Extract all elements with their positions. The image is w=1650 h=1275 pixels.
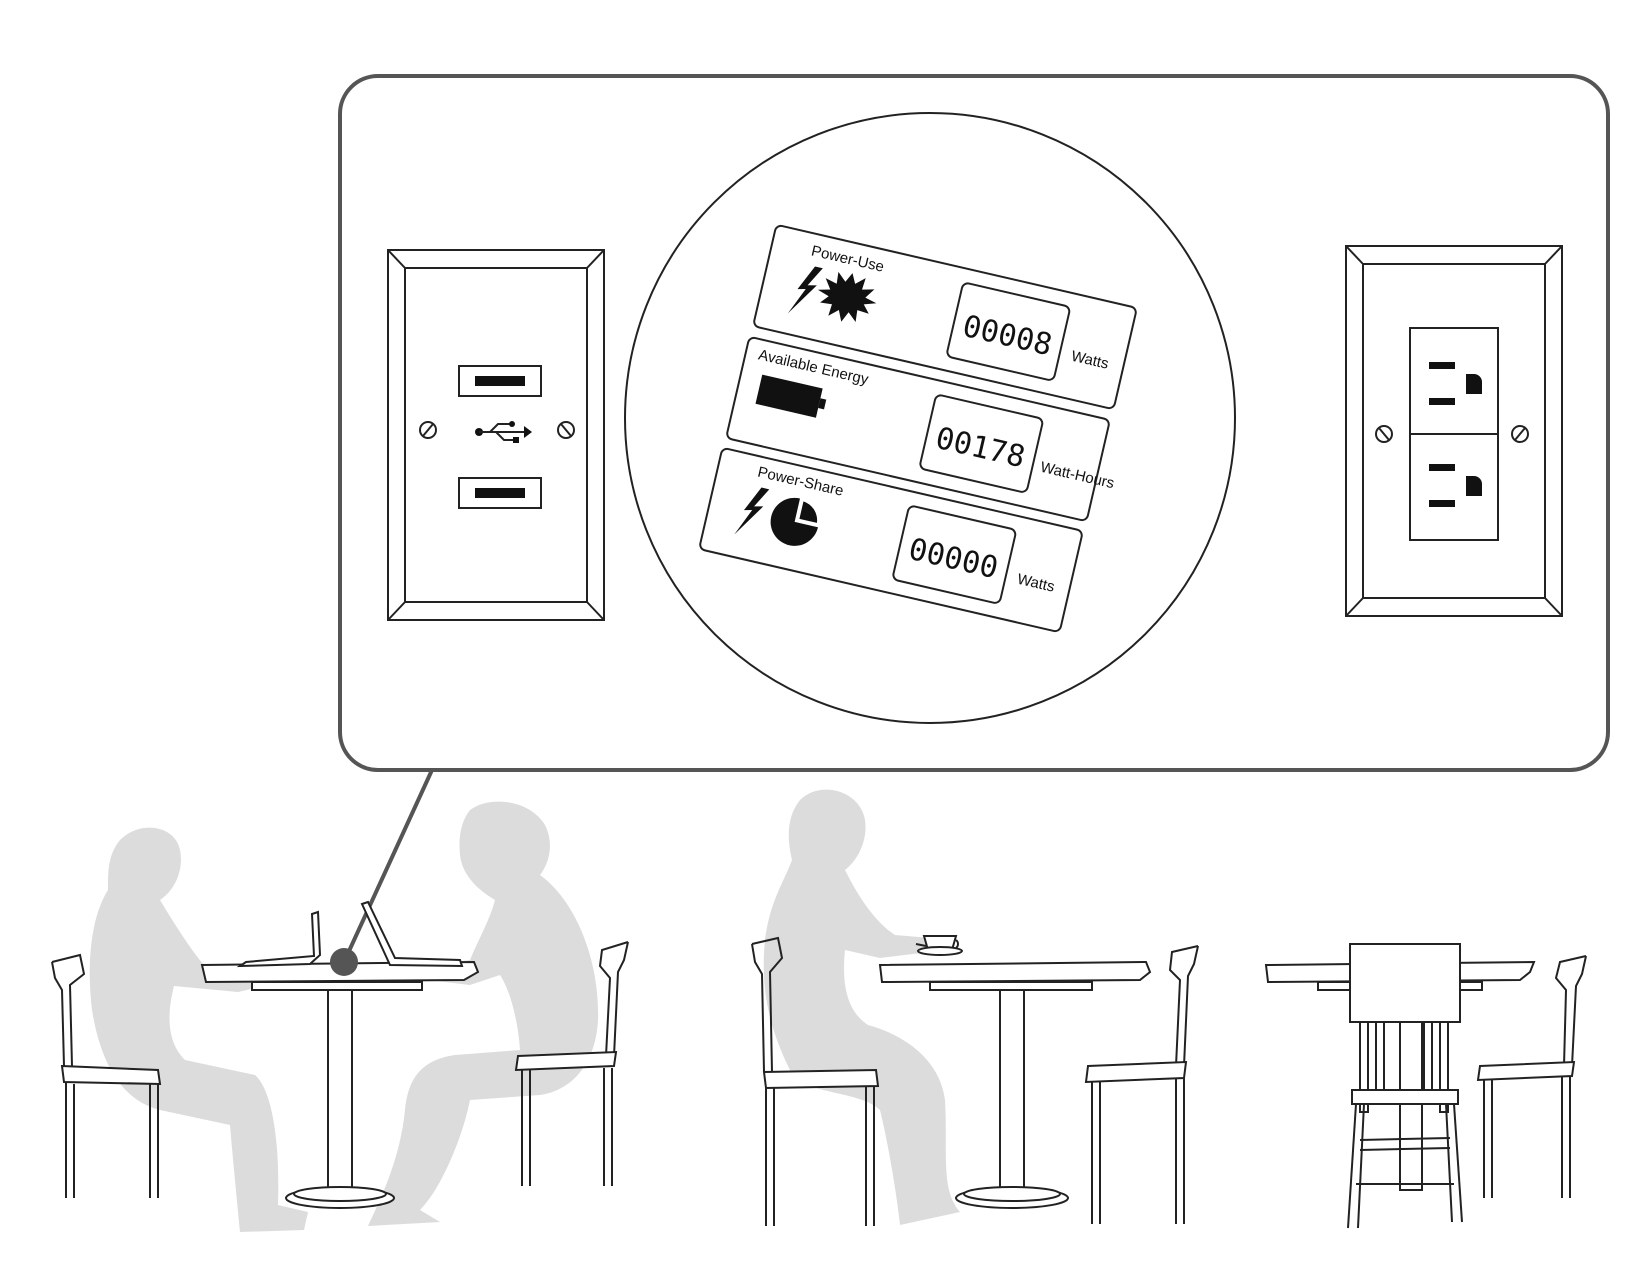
- power-use-panel: Power-Use 00008 Watts: [753, 224, 1137, 410]
- screw-icon: [1511, 425, 1529, 443]
- coffee-cup-icon: [915, 935, 963, 956]
- outlet-wall-plate: [1345, 245, 1563, 617]
- lightning-bolt-icon: [787, 266, 823, 314]
- outlet-socket-icon[interactable]: [1429, 464, 1482, 507]
- screw-icon: [557, 421, 575, 439]
- laptop-left: [236, 910, 322, 968]
- table-middle: [878, 960, 1152, 1209]
- callout-connector-line: [342, 769, 434, 963]
- usb-wall-plate: [387, 249, 605, 621]
- person-center-silhouette: [368, 801, 599, 1226]
- laptop-right: [360, 900, 464, 968]
- person-left-silhouette: [89, 827, 308, 1232]
- chair: [751, 936, 880, 1226]
- screw-icon: [419, 421, 437, 439]
- person-silhouettes: [89, 789, 960, 1232]
- screw-icon: [1375, 425, 1393, 443]
- chair: [1084, 945, 1199, 1224]
- lightning-bolt-icon: [734, 487, 770, 535]
- usb-port-icon[interactable]: [458, 477, 542, 509]
- chair: [51, 953, 162, 1198]
- pie-chart-icon: [770, 496, 821, 546]
- usb-port-icon[interactable]: [458, 365, 542, 397]
- chair: [514, 941, 629, 1186]
- usb-symbol-icon: [475, 421, 532, 443]
- person-right-silhouette: [763, 789, 960, 1225]
- chair: [1476, 955, 1587, 1198]
- battery-icon: [755, 374, 827, 418]
- starburst-icon: [817, 271, 877, 323]
- outlet-socket-icon[interactable]: [1429, 362, 1482, 405]
- chair-back-view: [1347, 943, 1463, 1229]
- lcd-screen: [919, 394, 1044, 493]
- lcd-screen: [946, 282, 1071, 381]
- power-share-panel: Power-Share 00000 Watts: [699, 447, 1083, 633]
- lcd-screen: [892, 505, 1017, 604]
- cafe-furniture: [51, 900, 1587, 1229]
- table-outlet-marker[interactable]: [330, 948, 358, 976]
